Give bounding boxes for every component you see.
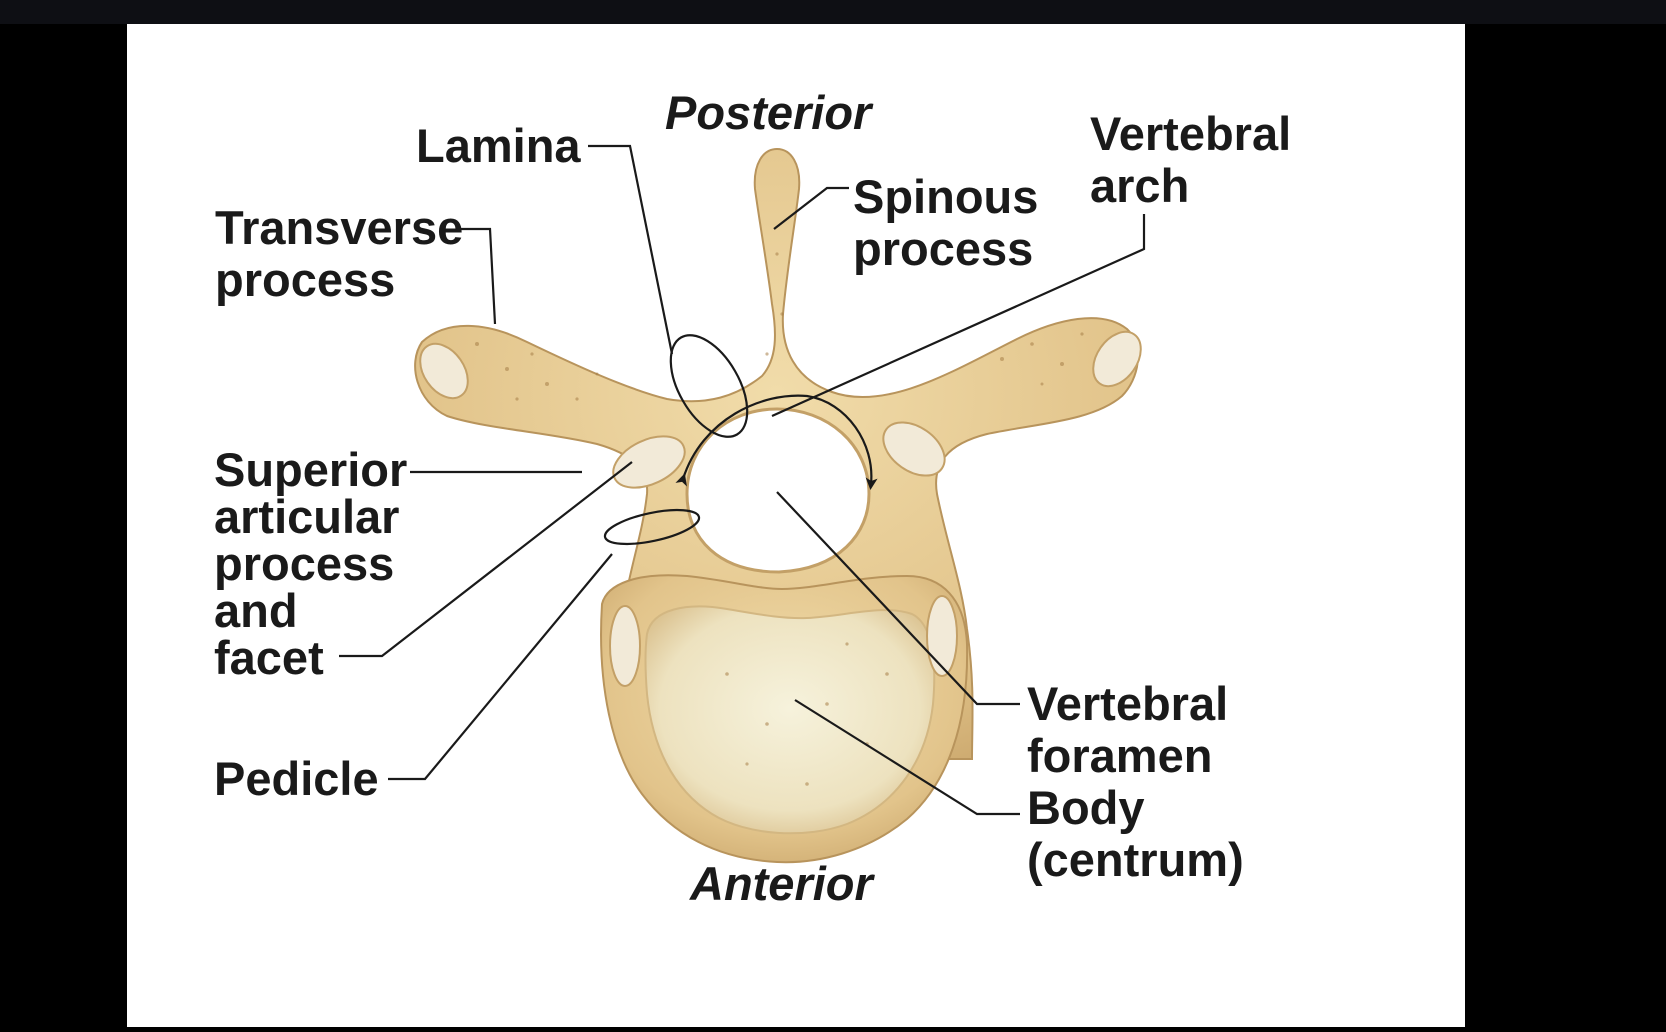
- right-superior-facet: [882, 421, 946, 477]
- vertebral-arch-line-1: Vertebral: [1090, 107, 1292, 160]
- pedicle-leader: [388, 553, 613, 781]
- body-line-2: (centrum): [1027, 833, 1244, 886]
- transverse-process-line-2: process: [215, 253, 396, 306]
- right-transverse-facet: [1092, 330, 1142, 388]
- superior-articular-line-1: Superior: [214, 443, 408, 496]
- superior-articular-process-label: Superior articular process and facet: [214, 446, 407, 681]
- vertebral-foramen-shape: [685, 407, 871, 574]
- vertebra-shape: [414, 147, 1142, 864]
- spinous-process-line-1: Spinous: [853, 170, 1039, 223]
- vertebral-foramen-label: Vertebral foramen: [1027, 678, 1228, 782]
- lamina-label: Lamina: [416, 119, 581, 172]
- anterior-label: Anterior: [690, 857, 873, 910]
- vertebral-arch-line-2: arch: [1090, 159, 1190, 212]
- leader-lines: [339, 144, 1146, 816]
- pedicle-highlight: [603, 508, 701, 546]
- vertebral-body-surface: [644, 605, 936, 835]
- body-line-1: Body: [1027, 781, 1145, 834]
- superior-articular-line-5: facet: [214, 631, 324, 684]
- pedicle-label: Pedicle: [214, 752, 379, 805]
- vertebral-foramen-leader: [776, 491, 1020, 706]
- lamina-highlight: [669, 334, 749, 438]
- superior-articular-line-4: and: [214, 584, 298, 637]
- spinous-process-leader: [773, 186, 849, 230]
- superior-articular-line-2: articular: [214, 490, 400, 543]
- vertebral-arch-leader: [771, 214, 1146, 418]
- posterior-label: Posterior: [665, 86, 872, 139]
- spinous-process-label: Spinous process: [853, 171, 1038, 275]
- vertebral-foramen-line-1: Vertebral: [1027, 677, 1229, 730]
- left-costal-facet: [609, 605, 641, 687]
- vertebral-arch-arrow: [675, 394, 878, 490]
- spinous-process-line-2: process: [853, 222, 1034, 275]
- transverse-process-line-1: Transverse: [215, 201, 464, 254]
- transverse-process-label: Transverse process: [215, 202, 463, 306]
- lamina-leader: [588, 144, 674, 355]
- body-label: Body (centrum): [1027, 782, 1244, 886]
- bone-texture: [475, 252, 1084, 786]
- transverse-process-leader: [457, 227, 497, 325]
- left-transverse-facet: [419, 342, 469, 400]
- facet-leader: [339, 461, 633, 658]
- diagram-slide: Posterior Anterior Lamina Transverse pro…: [127, 24, 1465, 1027]
- right-costal-facet: [926, 595, 958, 677]
- top-bar: [0, 0, 1666, 24]
- vertebral-arch-label: Vertebral arch: [1090, 108, 1291, 212]
- left-superior-facet: [612, 435, 686, 489]
- vertebra-illustration: [339, 144, 1146, 864]
- vertebral-foramen-line-2: foramen: [1027, 729, 1213, 782]
- body-leader: [794, 699, 1020, 816]
- superior-articular-line-3: process: [214, 537, 395, 590]
